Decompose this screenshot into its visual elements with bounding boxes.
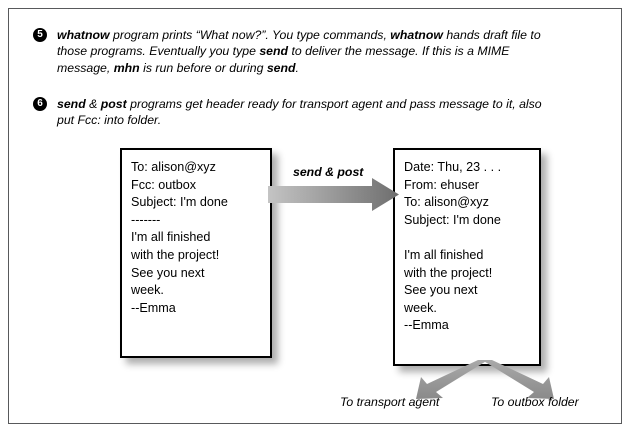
step-number-badge-5: 5 [33, 28, 47, 42]
step-text-5: whatnow program prints “What now?”. You … [57, 28, 541, 75]
branch-label-transport-agent: To transport agent [340, 395, 440, 409]
step-text-6: send & post programs get header ready fo… [57, 97, 542, 128]
draft-message-text: To: alison@xyz Fcc: outbox Subject: I'm … [131, 160, 228, 315]
step-item-5: 5 whatnow program prints “What now?”. Yo… [33, 27, 557, 76]
send-post-arrow-label: send & post [293, 165, 364, 179]
sent-message-box: Date: Thu, 23 . . . From: ehuser To: ali… [393, 148, 541, 366]
step-item-6: 6 send & post programs get header ready … [33, 96, 557, 129]
sent-message-text: Date: Thu, 23 . . . From: ehuser To: ali… [404, 160, 502, 333]
branch-label-outbox-folder: To outbox folder [491, 395, 579, 409]
send-post-arrow-icon [268, 178, 399, 211]
draft-message-box: To: alison@xyz Fcc: outbox Subject: I'm … [120, 148, 272, 358]
step-number-badge-6: 6 [33, 97, 47, 111]
